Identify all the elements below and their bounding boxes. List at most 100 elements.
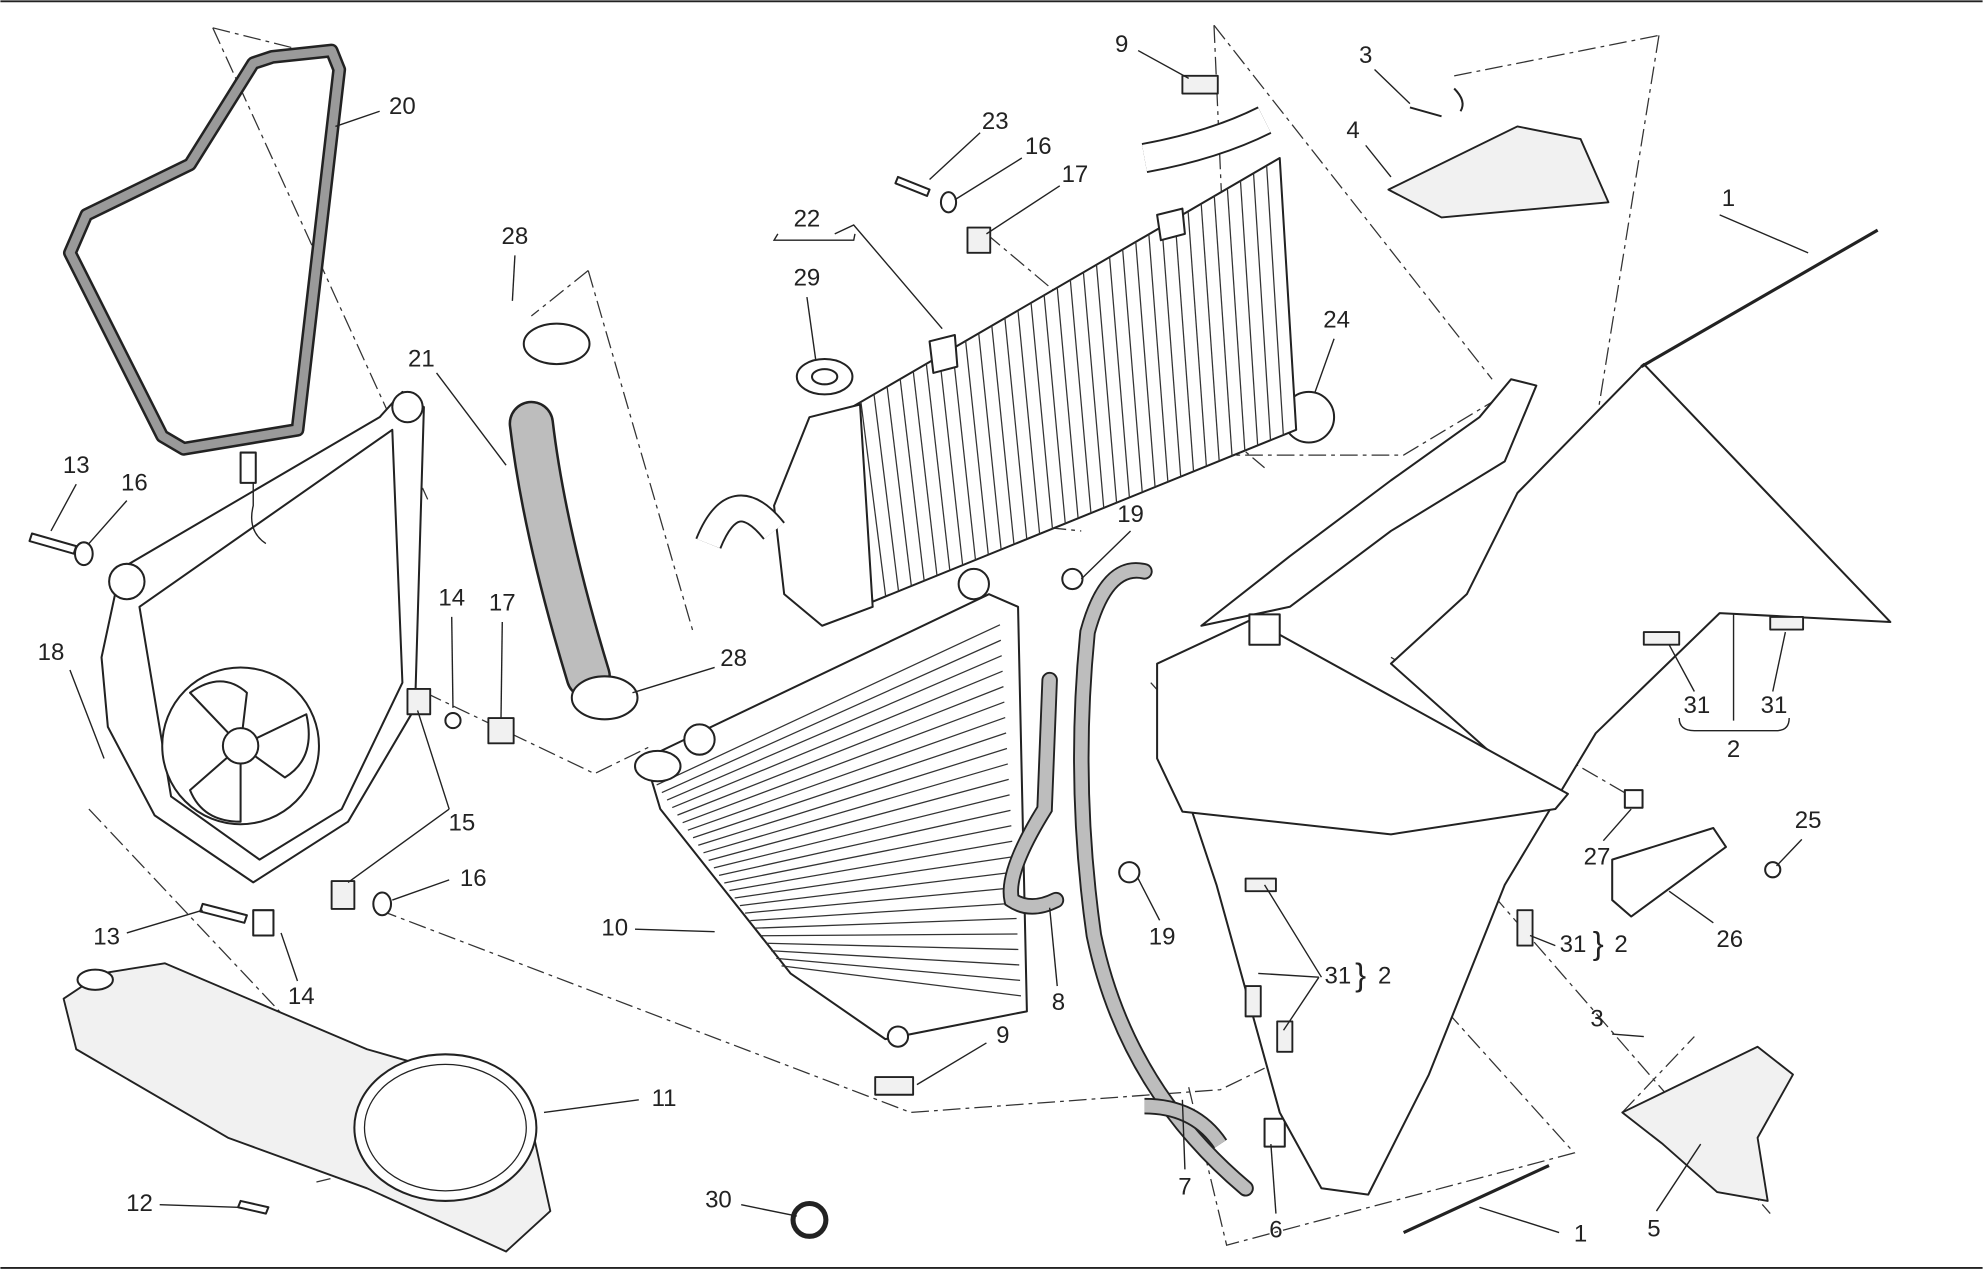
radiator-fin xyxy=(713,794,1010,869)
radiator-fin xyxy=(1148,234,1169,482)
radiator-fin xyxy=(1226,188,1246,451)
radiator-fin xyxy=(677,686,1004,816)
radiator-fin xyxy=(1213,196,1233,456)
callout-label: 7 xyxy=(1178,1174,1191,1201)
callout-label: 31 xyxy=(1560,931,1587,958)
radiator-fin xyxy=(1187,211,1207,467)
callout-label: 2 xyxy=(1614,931,1627,958)
leader-lines xyxy=(50,49,1809,1234)
part-1-rods xyxy=(1402,228,1879,1234)
radiator-fin xyxy=(1043,295,1066,524)
radiator-fin xyxy=(739,871,1015,907)
callout-label: 31 xyxy=(1684,692,1711,719)
callout-label: 13 xyxy=(63,452,90,479)
radiator-fin xyxy=(734,856,1014,899)
callout-label: 19 xyxy=(1117,501,1144,528)
part-22-upper-radiator xyxy=(695,106,1298,627)
part-tank xyxy=(1156,613,1569,836)
callout-label: 24 xyxy=(1323,306,1350,333)
radiator-fin xyxy=(886,386,912,587)
radiator-fin xyxy=(661,639,1002,794)
radiator-fin xyxy=(978,333,1002,550)
callout-label: 13 xyxy=(93,923,120,950)
radiator-fin xyxy=(1030,302,1054,529)
callout-label: 17 xyxy=(489,590,516,617)
callout-label: 16 xyxy=(121,470,148,497)
part-7-hose xyxy=(1073,562,1254,1197)
radiator-fin xyxy=(765,942,1019,951)
radiator-fin xyxy=(776,957,1021,982)
callout-label: 9 xyxy=(996,1022,1009,1049)
callout-label: 3 xyxy=(1590,1006,1603,1033)
callout-label: 1 xyxy=(1722,185,1735,212)
brace: } xyxy=(1355,956,1366,993)
callout-label: 6 xyxy=(1269,1217,1282,1244)
hose-clamps xyxy=(522,322,829,1239)
radiator-fin xyxy=(1082,272,1105,508)
callout-label: 28 xyxy=(720,645,747,672)
radiator-fin xyxy=(1108,257,1131,498)
radiator-fin xyxy=(1266,165,1284,436)
callout-label: 27 xyxy=(1584,844,1611,871)
radiator-fin xyxy=(692,732,1007,839)
radiator-fin xyxy=(1122,249,1143,493)
part-20-seal xyxy=(62,43,347,456)
callout-label: 31 xyxy=(1761,692,1788,719)
radiator-fin xyxy=(682,701,1005,824)
radiator-fin xyxy=(1069,279,1092,514)
callout-label: 29 xyxy=(794,265,821,292)
callout-label: 20 xyxy=(389,93,416,120)
fasteners xyxy=(28,74,1782,1215)
radiator-fin xyxy=(672,670,1003,809)
callout-label: 21 xyxy=(408,346,435,373)
radiator-fin xyxy=(899,378,925,581)
radiator-fin xyxy=(1135,241,1156,488)
radiator-fin xyxy=(750,902,1016,922)
radiator-fin xyxy=(951,348,977,561)
radiator-fin xyxy=(938,356,964,566)
radiator-fin xyxy=(1017,310,1041,534)
callout-label: 19 xyxy=(1149,923,1176,950)
radiator-fin xyxy=(1004,318,1028,540)
radiator-fin xyxy=(718,809,1011,877)
radiator-fin xyxy=(860,401,887,597)
part-21-hose xyxy=(508,400,611,700)
callout-labels: 20 28 21 13 16 18 14 17 15 16 13 14 11 1… xyxy=(38,31,1822,1248)
radiator-fin xyxy=(755,917,1017,929)
radiator-fin xyxy=(912,371,938,576)
callout-label: 15 xyxy=(448,810,475,837)
lower-radiator-fins xyxy=(656,624,1022,997)
radiator-fin xyxy=(745,886,1015,914)
radiator-fin xyxy=(687,716,1006,831)
radiator-fin xyxy=(1174,218,1195,472)
part-18-fan-shroud xyxy=(100,390,425,884)
radiator-fin xyxy=(781,965,1022,997)
radiator-fin xyxy=(1056,287,1079,519)
radiator-fin xyxy=(724,825,1012,884)
radiator-fin xyxy=(964,340,989,555)
radiator-fin xyxy=(991,325,1015,545)
part-8-hose xyxy=(1002,671,1065,915)
radiator-fin xyxy=(708,778,1009,861)
callout-label: 11 xyxy=(652,1085,677,1112)
callout-label: 1 xyxy=(1574,1220,1587,1247)
callout-label: 10 xyxy=(601,914,628,941)
callout-label: 12 xyxy=(126,1190,153,1217)
callout-label: 31 xyxy=(1325,963,1352,990)
radiator-fin xyxy=(1161,226,1182,477)
callout-label: 3 xyxy=(1359,42,1372,69)
radiator-fin xyxy=(729,840,1013,892)
radiator-fin xyxy=(760,933,1018,937)
callout-label: 18 xyxy=(38,639,65,666)
part-5-cover xyxy=(1621,1045,1794,1202)
callout-label: 8 xyxy=(1052,989,1065,1016)
callout-label: 4 xyxy=(1346,117,1359,144)
callout-label: 2 xyxy=(1378,963,1391,990)
radiator-fin xyxy=(925,363,951,571)
radiator-fin xyxy=(1200,203,1220,462)
radiator-fin xyxy=(698,747,1008,846)
radiator-fin xyxy=(1095,264,1118,503)
callout-label: 14 xyxy=(438,585,465,612)
callout-label: 5 xyxy=(1647,1215,1660,1242)
callout-label: 17 xyxy=(1062,161,1089,188)
